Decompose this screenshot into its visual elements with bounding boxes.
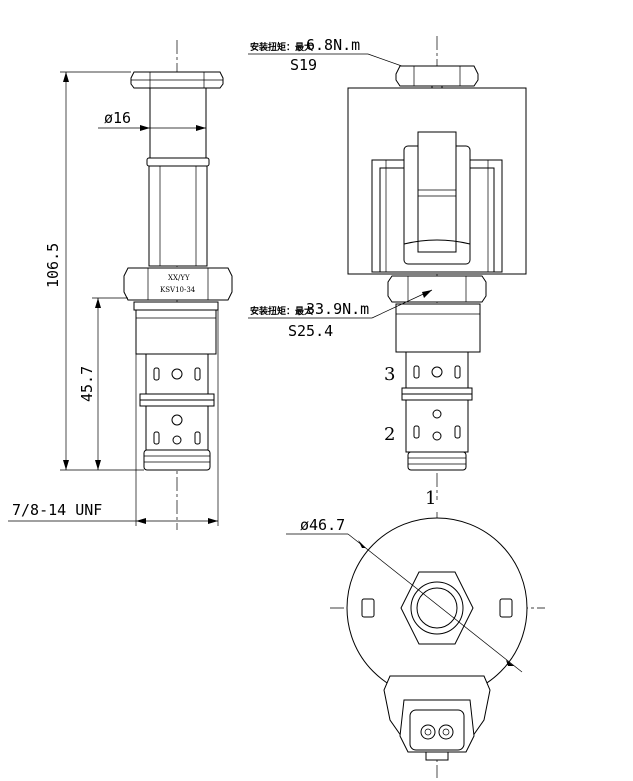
total-length-label: 106.5 [44, 243, 62, 288]
coil-diameter-label: ø46.7 [300, 516, 345, 534]
marking-line1: XX/YY [168, 274, 190, 282]
top-nut [130, 71, 224, 89]
left-slot [361, 598, 375, 618]
hex-body: XX/YY KSV10-34 [123, 267, 233, 301]
dim-tube-diameter: ø16 [98, 109, 206, 131]
connector [383, 675, 491, 761]
assembly-body [387, 275, 487, 471]
nut-torque-label: 安装扭矩：最大 [250, 41, 313, 53]
thread-length-label: 45.7 [78, 366, 96, 402]
dim-coil-diameter: ø46.7 [286, 516, 523, 673]
right-slot [499, 598, 513, 618]
tube-diameter-label: ø16 [104, 109, 131, 127]
port-1-label: 1 [425, 488, 436, 509]
thread-spec-label: 7/8-14 UNF [12, 501, 102, 519]
dim-thread-spec: 7/8-14 UNF [8, 310, 219, 526]
port-2-label: 2 [384, 424, 395, 445]
side-view: XX/YY KSV10-34 [8, 40, 233, 530]
top-view: ø46.7 [286, 512, 545, 778]
dim-total-length: 106.5 [44, 71, 144, 471]
cartridge-body [133, 301, 219, 471]
tube [146, 87, 210, 267]
body-torque-value: 33.9N.m [306, 300, 369, 318]
port-3-label: 3 [384, 364, 395, 385]
body-torque-annotation: 安装扭矩：最大 33.9N.m S25.4 [248, 289, 433, 340]
body-size-label: S25.4 [288, 322, 333, 340]
assembly-view: 安装扭矩：最大 6.8N.m S19 [248, 36, 527, 509]
nut-torque-value: 6.8N.m [306, 36, 360, 54]
body-torque-label: 安装扭矩：最大 [250, 305, 313, 317]
nut-size-label: S19 [290, 56, 317, 74]
coil-housing [347, 87, 527, 275]
marking-line2: KSV10-34 [160, 286, 196, 294]
dim-thread-length: 45.7 [78, 297, 128, 470]
